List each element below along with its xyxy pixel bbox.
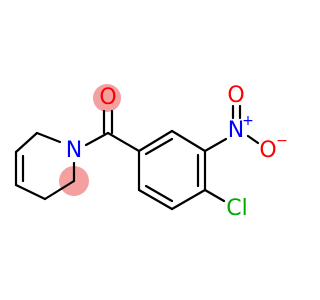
atom-o-carbonyl: O <box>99 85 116 110</box>
bond-c4-c5 <box>14 183 47 201</box>
highlight-carbonyl-oxygen <box>93 84 121 112</box>
bond-nitro-n-o-right <box>246 134 260 145</box>
bonds <box>14 104 260 211</box>
bond-ar1-ar2-inner <box>144 137 174 156</box>
bond-ar4-ar5 <box>170 188 207 211</box>
atom-n-ring: N <box>66 138 82 163</box>
atom-labels: N O N + O O − Cl <box>66 83 288 221</box>
bond-c5-c6 <box>43 179 76 201</box>
bond-carbonyl-aryl <box>106 131 141 153</box>
bond-n-carbonyl-c <box>84 131 110 147</box>
bond-ar2-ar3 <box>170 129 207 153</box>
bond-ar4-cl <box>203 188 226 203</box>
atom-o-nitro-right: O <box>259 138 276 163</box>
bond-ar3-nitro-n <box>203 137 228 153</box>
charge-n-nitro: + <box>242 113 254 129</box>
charge-o-nitro-right: − <box>276 133 288 149</box>
molecule-structure: N O N + O O − Cl <box>14 83 288 221</box>
atom-n-nitro: N <box>228 118 244 143</box>
bond-ar1-ar2 <box>137 129 174 153</box>
atom-cl: Cl <box>226 196 247 221</box>
bond-ar5-ar6-inner <box>144 184 174 203</box>
bond-ar5-ar6 <box>137 188 174 211</box>
bond-c2-c3 <box>14 131 39 154</box>
bond-n-c2 <box>35 131 62 144</box>
atom-o-nitro-top: O <box>227 83 244 108</box>
